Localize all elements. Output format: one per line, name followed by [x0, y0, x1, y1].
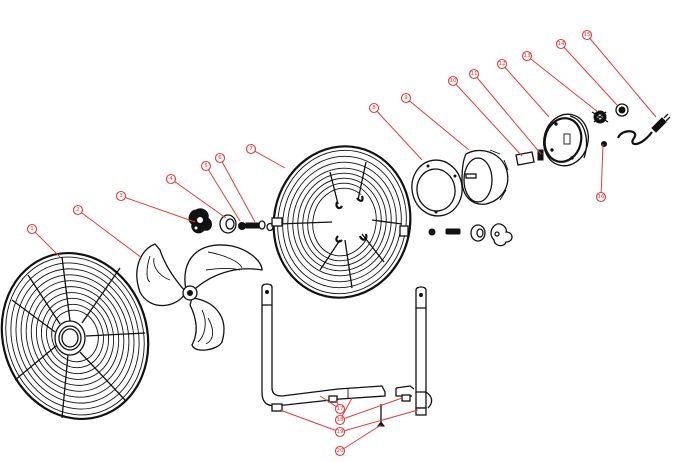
- stand-drawing: [261, 283, 433, 427]
- motor-drawing: [461, 149, 509, 205]
- motor-front-cover-drawing: [411, 159, 463, 217]
- callout-5[interactable]: 5: [200, 160, 241, 222]
- svg-text:4: 4: [169, 176, 173, 182]
- fan-blade-drawing: [136, 243, 263, 351]
- callout-1[interactable]: 1: [26, 223, 61, 258]
- svg-text:3: 3: [119, 193, 123, 199]
- svg-text:12: 12: [499, 61, 506, 67]
- callout-14[interactable]: 14: [555, 38, 618, 106]
- callout-6[interactable]: 6: [214, 152, 256, 223]
- switch-knob-drawing: [615, 103, 629, 117]
- svg-text:20: 20: [337, 448, 344, 454]
- speed-switch-drawing: [591, 110, 609, 124]
- callout-17[interactable]: 17: [319, 395, 346, 415]
- callout-7[interactable]: 7: [245, 143, 286, 169]
- svg-text:2: 2: [76, 207, 80, 213]
- callout-15[interactable]: 15: [581, 29, 657, 118]
- svg-text:1: 1: [30, 226, 34, 232]
- svg-text:8: 8: [372, 105, 376, 111]
- svg-text:7: 7: [249, 146, 253, 152]
- callout-3[interactable]: 3: [115, 190, 196, 223]
- grille-nut-drawing: [219, 214, 237, 234]
- callout-16[interactable]: 16: [595, 143, 607, 203]
- callout-4[interactable]: 4: [165, 173, 227, 219]
- svg-text:10: 10: [450, 78, 457, 84]
- callout-10[interactable]: 10: [447, 75, 523, 157]
- spinner-drawing: [188, 208, 212, 234]
- svg-text:17: 17: [337, 406, 344, 412]
- callouts: 1 2 3 4 5 6 7 8 9 10 11 12 13 14 15 16 1…: [26, 29, 657, 457]
- svg-text:6: 6: [218, 155, 222, 161]
- svg-text:11: 11: [471, 71, 478, 77]
- callout-19[interactable]: 19: [279, 409, 419, 438]
- svg-text:15: 15: [584, 32, 591, 38]
- motor-rear-hardware-drawing: [428, 223, 513, 247]
- callout-20[interactable]: 20: [334, 424, 382, 457]
- callout-2[interactable]: 2: [72, 204, 143, 259]
- rear-grille-drawing: [271, 145, 412, 299]
- screw-drawing: [245, 220, 274, 232]
- svg-text:16: 16: [598, 194, 605, 200]
- svg-text:19: 19: [337, 429, 344, 435]
- capacitor-clip-drawing: [537, 149, 544, 161]
- callout-11[interactable]: 11: [468, 68, 542, 155]
- callout-12[interactable]: 12: [496, 58, 550, 118]
- svg-text:13: 13: [524, 53, 531, 59]
- svg-text:14: 14: [558, 41, 565, 47]
- svg-text:9: 9: [404, 95, 408, 101]
- motor-rear-housing-drawing: [543, 113, 589, 167]
- svg-text:18: 18: [337, 417, 344, 423]
- svg-text:5: 5: [204, 163, 208, 169]
- callout-18[interactable]: 18: [334, 397, 403, 426]
- strain-relief-drawing: [601, 141, 607, 147]
- callout-8[interactable]: 8: [368, 102, 423, 161]
- callout-13[interactable]: 13: [521, 50, 599, 113]
- front-grille-drawing: [0, 251, 150, 421]
- washer-drawing: [238, 222, 246, 230]
- capacitor-drawing: [515, 151, 535, 166]
- callout-9[interactable]: 9: [400, 92, 470, 151]
- power-cord-drawing: [616, 113, 671, 146]
